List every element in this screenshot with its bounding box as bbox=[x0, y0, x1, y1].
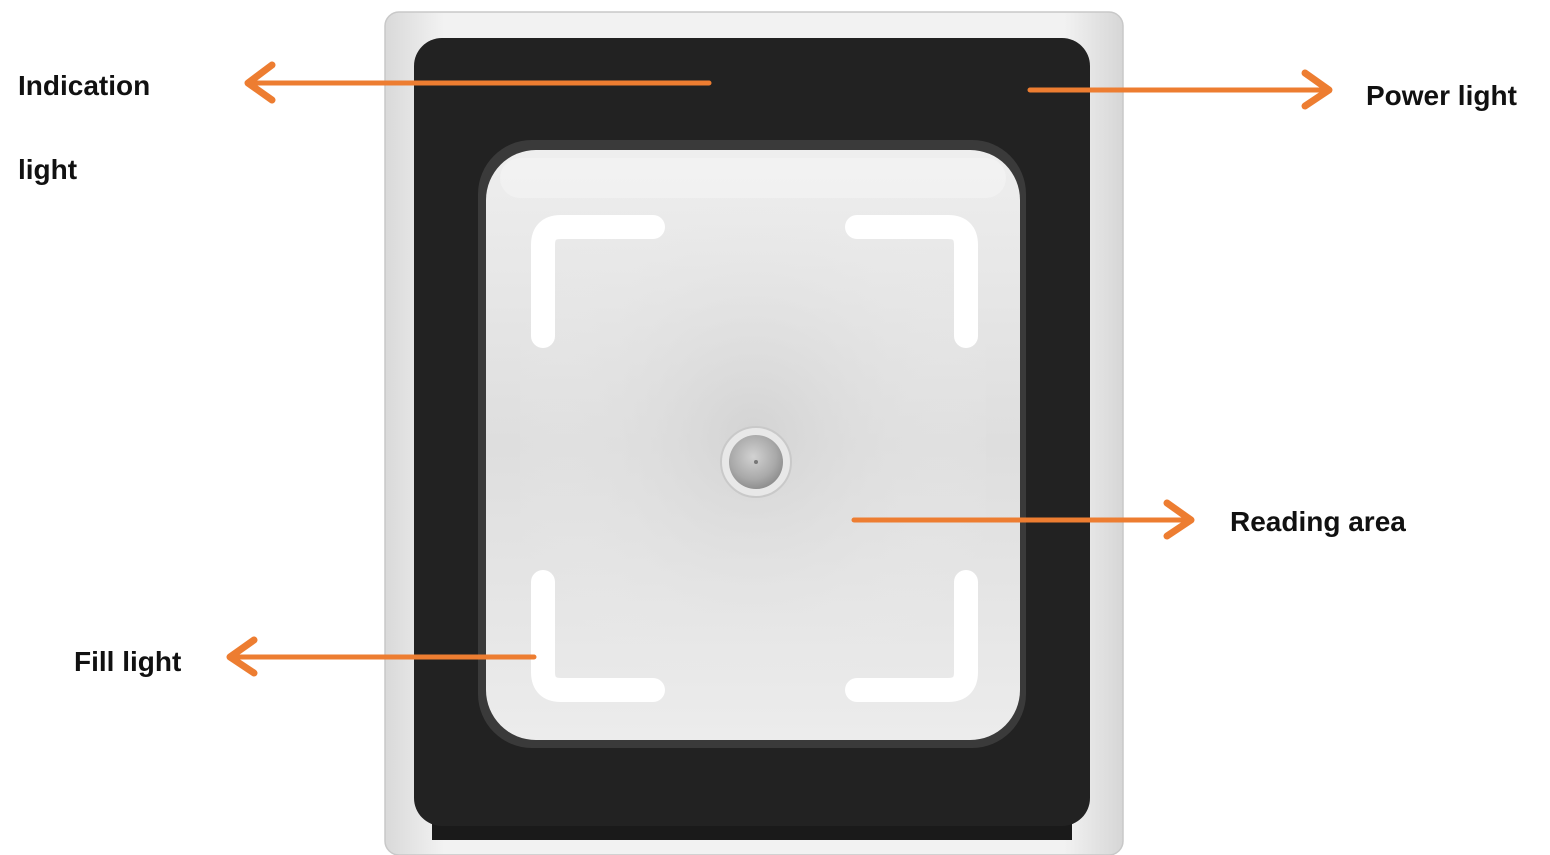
fill-light-label: Fill light bbox=[74, 646, 182, 677]
indication-light-label-line1: Indication bbox=[18, 70, 151, 101]
indication-light-label-line2: light bbox=[18, 154, 78, 185]
reading-area-label: Reading area bbox=[1230, 506, 1406, 537]
fill-light-strip-bottom-right bbox=[845, 570, 978, 702]
arrow-reading-area bbox=[851, 499, 1195, 540]
fill-light-strip-bottom-left bbox=[531, 570, 665, 702]
fill-light-strip-top-left bbox=[531, 215, 665, 348]
arrow-fill-light bbox=[226, 636, 537, 677]
reading-window-top-edge bbox=[500, 158, 1006, 198]
arrow-indication-light bbox=[244, 61, 712, 104]
camera-lens-icon bbox=[720, 426, 792, 498]
fill-light-strip-top-right bbox=[845, 215, 978, 348]
arrow-power-light bbox=[1027, 69, 1333, 110]
power-light-label: Power light bbox=[1366, 80, 1517, 111]
